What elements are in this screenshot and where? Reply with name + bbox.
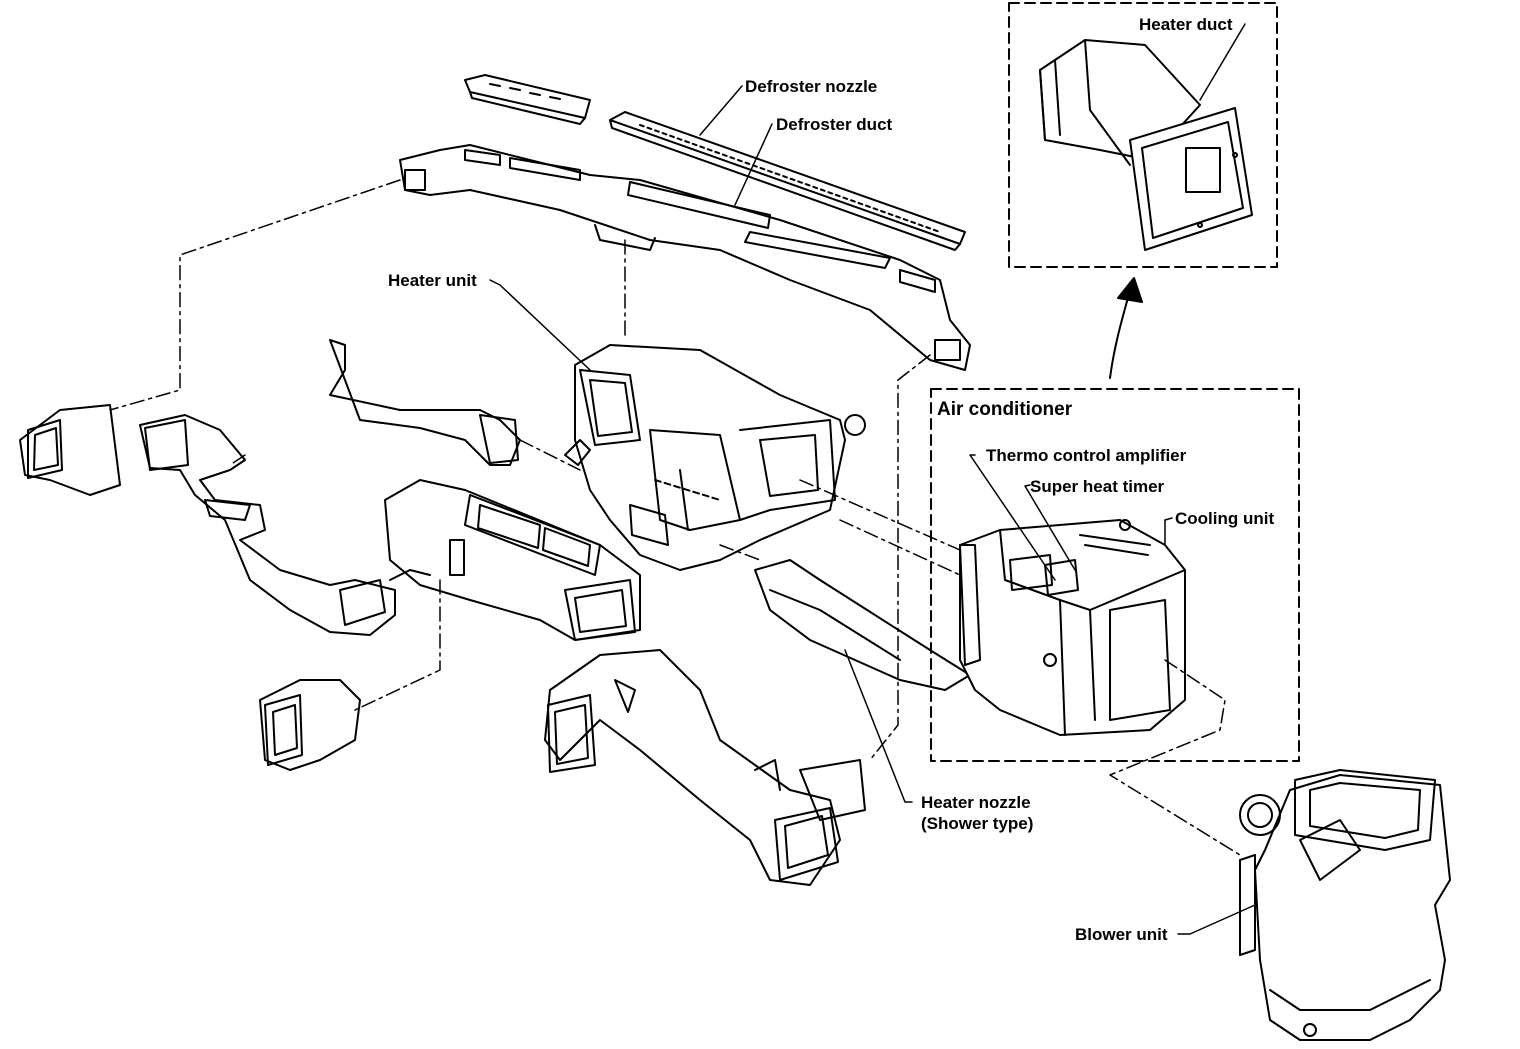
label-heater-duct: Heater duct [1139, 15, 1233, 34]
label-super-heat-timer: Super heat timer [1030, 477, 1165, 496]
label-air-conditioner: Air conditioner [937, 399, 1073, 420]
heater-nozzle-part [754, 559, 971, 691]
defroster-nozzle-left [464, 74, 591, 125]
side-vent-left [19, 404, 121, 496]
air-conditioner-box [930, 388, 1300, 762]
label-thermo-control-amplifier: Thermo control amplifier [986, 446, 1187, 465]
lower-center-duct [544, 649, 866, 886]
heater-duct-part [1039, 39, 1253, 251]
connector-lines [109, 179, 1241, 856]
upper-left-duct [329, 339, 521, 466]
label-blower-unit: Blower unit [1075, 925, 1168, 944]
label-heater-nozzle-type: (Shower type) [921, 814, 1034, 833]
left-vent-duct [139, 414, 396, 636]
label-heater-unit: Heater unit [388, 271, 477, 290]
center-vent-duct [384, 479, 641, 641]
label-defroster-duct: Defroster duct [776, 115, 893, 134]
heater-unit-part [564, 344, 866, 571]
heater-duct-inset-box [1008, 2, 1278, 268]
leader-lines [489, 23, 1256, 935]
defroster-nozzle-right [609, 111, 966, 251]
cooling-unit-part [959, 519, 1186, 736]
label-defroster-nozzle: Defroster nozzle [745, 77, 878, 96]
label-cooling-unit: Cooling unit [1175, 509, 1275, 528]
lower-left-vent [259, 679, 361, 771]
label-heater-nozzle: Heater nozzle [921, 793, 1031, 812]
arrow-to-inset [1109, 277, 1143, 379]
blower-unit-part [1239, 769, 1451, 1041]
defroster-duct-part [399, 144, 971, 371]
